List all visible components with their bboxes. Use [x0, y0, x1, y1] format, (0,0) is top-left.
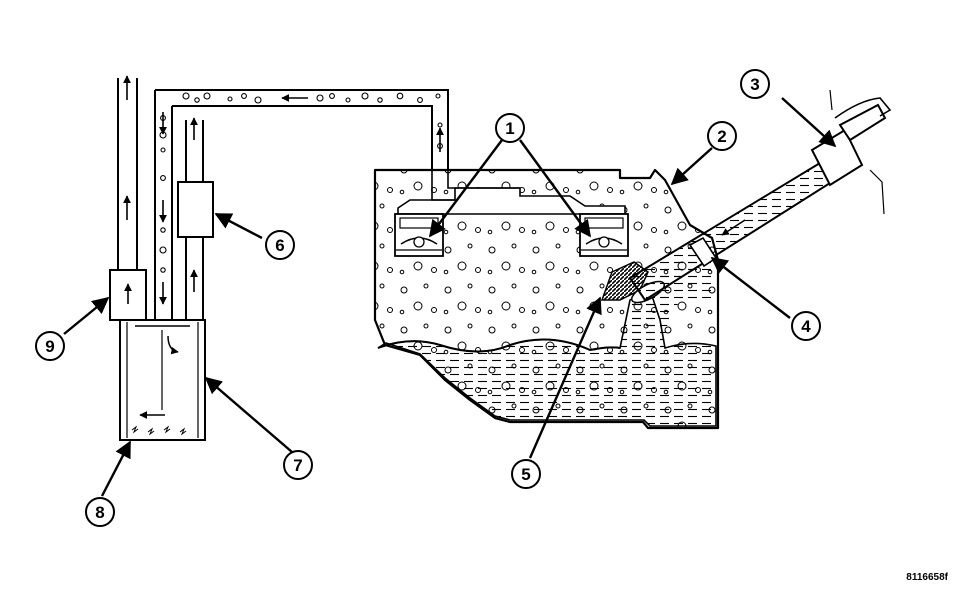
callout-8: 8	[85, 497, 115, 527]
purge-valve	[177, 181, 214, 238]
leader-lines	[63, 97, 837, 497]
callout-3-label: 3	[750, 75, 759, 94]
callout-7: 7	[283, 450, 313, 480]
callout-5-label: 5	[521, 465, 530, 484]
callout-4-label: 4	[801, 317, 811, 336]
callout-1: 1	[495, 113, 525, 143]
vent-valve	[109, 269, 147, 321]
callout-3: 3	[740, 69, 770, 99]
callout-1-label: 1	[505, 119, 514, 138]
rollover-valve-left	[394, 213, 444, 257]
callout-9-label: 9	[45, 337, 54, 356]
evap-canister	[119, 319, 206, 441]
callout-9: 9	[35, 331, 65, 361]
callout-5: 5	[511, 459, 541, 489]
fuel-filler-cap	[810, 89, 892, 215]
callout-6: 6	[265, 230, 295, 260]
callout-2-label: 2	[717, 127, 726, 146]
figure-id-code: 8116658f	[906, 572, 948, 583]
callout-4: 4	[791, 311, 821, 341]
callout-8-label: 8	[95, 503, 104, 522]
callout-6-label: 6	[275, 236, 284, 255]
vapor-line	[154, 89, 520, 322]
fuel-tank	[373, 168, 720, 430]
vent-line	[117, 75, 138, 272]
callout-7-label: 7	[293, 456, 302, 475]
rollover-valve-right	[579, 213, 629, 257]
callout-2: 2	[707, 121, 737, 151]
